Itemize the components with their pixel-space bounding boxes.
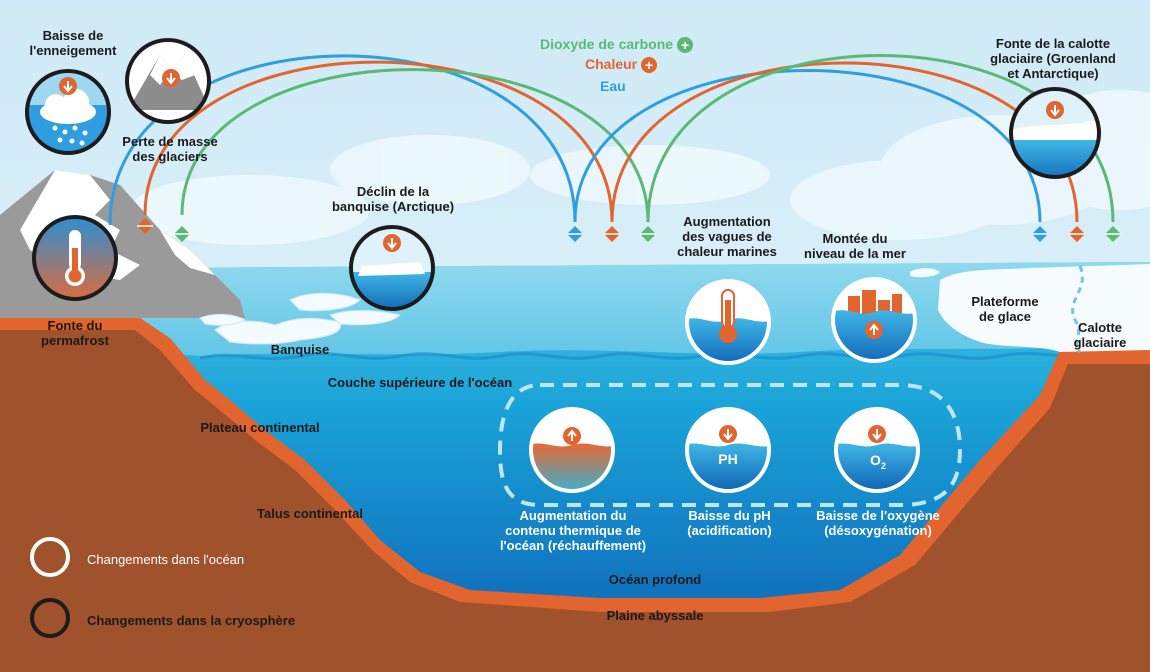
label-sea-ice: Banquise xyxy=(270,342,330,357)
legend-cryo-label: Changements dans la cryosphère xyxy=(87,613,296,628)
ph-icon xyxy=(685,407,771,493)
o2-symbol: O2 xyxy=(860,453,896,474)
flow-markers xyxy=(137,218,1121,242)
label-heat-content: Augmentation du contenu thermique de l'o… xyxy=(499,508,647,553)
label-glaciers: Perte de masse des glaciers xyxy=(122,134,218,164)
label-icecap-melt: Fonte de la calotte glaciaire (Groenland… xyxy=(990,36,1116,81)
label-permafrost: Fonte du permafrost xyxy=(41,318,109,348)
legend-ocean-label: Changements dans l'océan xyxy=(87,552,245,567)
label-oxygen-drop: Baisse de l'oxygène (désoxygénation) xyxy=(816,508,940,538)
flow-water-label: Eau xyxy=(600,78,626,94)
label-seaice-decline: Déclin de la banquise (Arctique) xyxy=(331,184,455,214)
label-upper-ocean: Couche supérieure de l'océan xyxy=(327,375,513,390)
sea-level-thermometer-icon xyxy=(685,279,771,365)
label-ph-drop: Baisse du pH (acidification) xyxy=(687,508,772,538)
flow-water-text: Eau xyxy=(600,78,626,94)
label-abyssal: Plaine abyssale xyxy=(606,608,704,623)
o2-letter: O xyxy=(870,452,881,468)
plus-icon: + xyxy=(677,37,694,54)
label-deep-ocean: Océan profond xyxy=(608,572,702,587)
oxygen-icon xyxy=(834,407,920,493)
label-ice-shelf: Plateforme de glace xyxy=(971,294,1039,324)
flow-co2-label: Dioxyde de carbone+ xyxy=(540,36,694,54)
ice-cap-icon xyxy=(1009,87,1101,179)
flow-heat-text: Chaleur xyxy=(585,56,638,72)
legend-cryo-circle-icon xyxy=(30,598,70,638)
o2-subscript: 2 xyxy=(880,460,886,471)
ph-symbol: PH xyxy=(718,451,738,467)
legend-ocean-circle-icon xyxy=(30,537,70,577)
flow-co2-text: Dioxyde de carbone xyxy=(540,36,674,52)
sea-ice-icon xyxy=(349,225,435,311)
flow-heat-label: Chaleur+ xyxy=(585,56,658,74)
plus-icon: + xyxy=(641,57,658,74)
label-heatwaves: Augmentation des vagues de chaleur marin… xyxy=(677,214,777,259)
glacier-icon xyxy=(125,38,211,124)
label-ice-cap: Calotte glaciaire xyxy=(1073,320,1127,350)
label-sealevel: Montée du niveau de la mer xyxy=(804,231,906,261)
thermometer-icon xyxy=(32,215,118,301)
label-shelf: Plateau continental xyxy=(200,420,320,435)
label-slope: Talus continental xyxy=(257,506,363,521)
sea-level-icon xyxy=(831,277,917,363)
label-snow: Baisse de l'enneigement xyxy=(29,28,117,58)
ocean-heat-icon xyxy=(529,407,615,493)
